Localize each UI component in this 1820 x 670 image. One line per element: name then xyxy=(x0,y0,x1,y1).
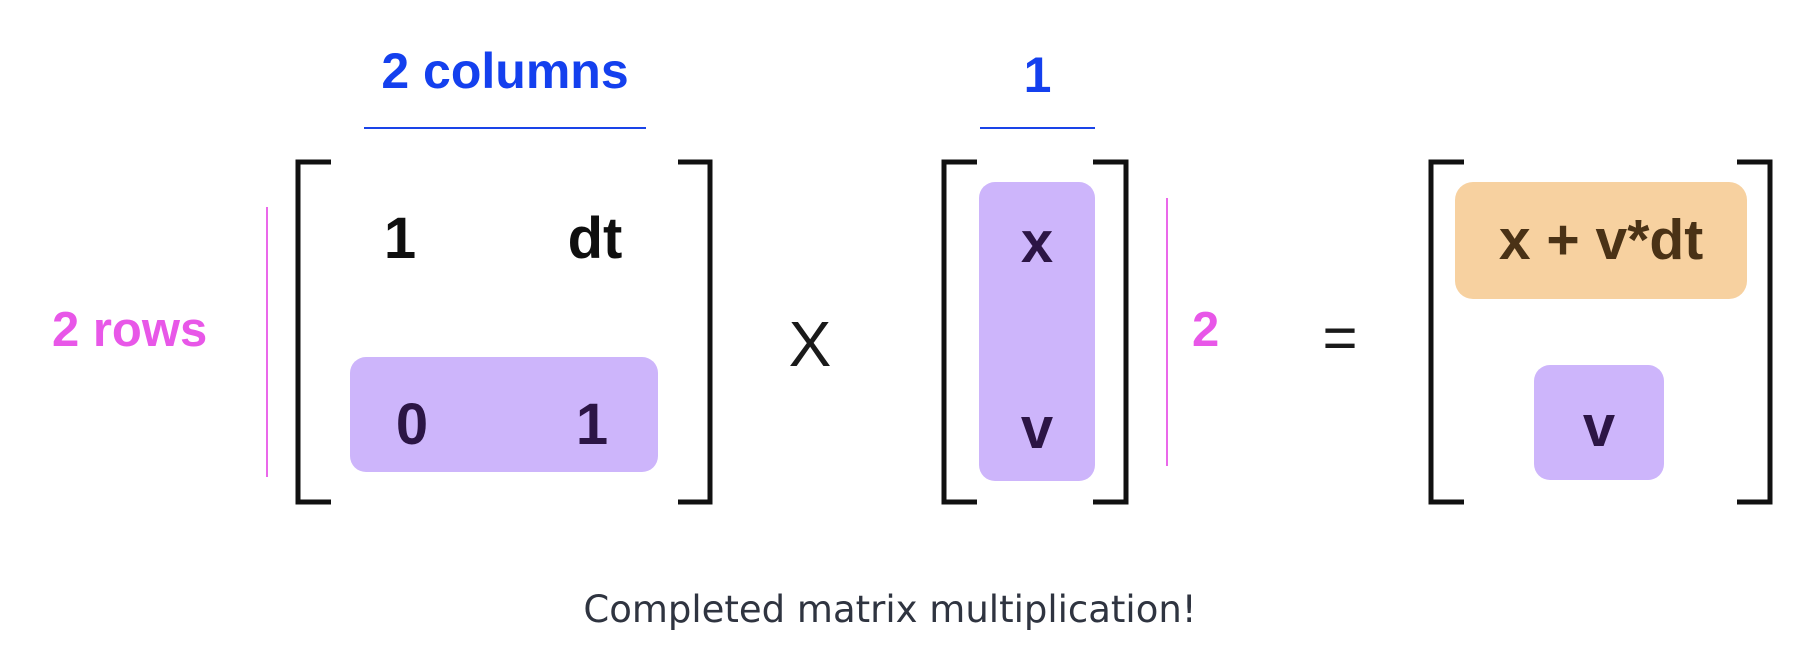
result-entry-1: x + v*dt xyxy=(1498,208,1704,272)
caption: Completed matrix multiplication! xyxy=(583,588,1197,631)
result-right-bracket xyxy=(1737,159,1773,505)
vector-columns-underline xyxy=(980,127,1095,129)
vector-entry-x: x xyxy=(1020,210,1054,275)
result-row1-highlight xyxy=(1455,182,1747,299)
result-left-bracket xyxy=(1428,159,1464,505)
vector-left-bracket xyxy=(941,159,977,505)
matrix-cell-r2c1: 0 xyxy=(395,392,429,457)
vector-highlight xyxy=(979,182,1095,481)
matrix-right-bracket xyxy=(678,159,713,505)
rows-label: 2 rows xyxy=(52,303,208,357)
multiply-operator: X xyxy=(788,308,832,380)
vector-columns-label: 1 xyxy=(1023,47,1052,103)
vector-right-bracket xyxy=(1093,159,1129,505)
matrix-left-bracket xyxy=(295,159,331,505)
matrix-cell-r1c1: 1 xyxy=(383,206,417,271)
columns-underline xyxy=(364,127,646,129)
result-entry-2: v xyxy=(1582,394,1616,459)
equals-operator: = xyxy=(1322,304,1358,371)
vector-rows-side-line xyxy=(1166,198,1168,466)
vector-rows-label: 2 xyxy=(1192,303,1220,357)
result-row2-highlight xyxy=(1534,365,1664,480)
vector-entry-v: v xyxy=(1020,396,1054,461)
matrix-cell-r2c2: 1 xyxy=(575,392,609,457)
matrix-row2-highlight xyxy=(350,357,658,472)
columns-label: 2 columns xyxy=(381,43,629,99)
matrix-cell-r1c2: dt xyxy=(567,206,623,271)
rows-side-line xyxy=(266,207,268,477)
